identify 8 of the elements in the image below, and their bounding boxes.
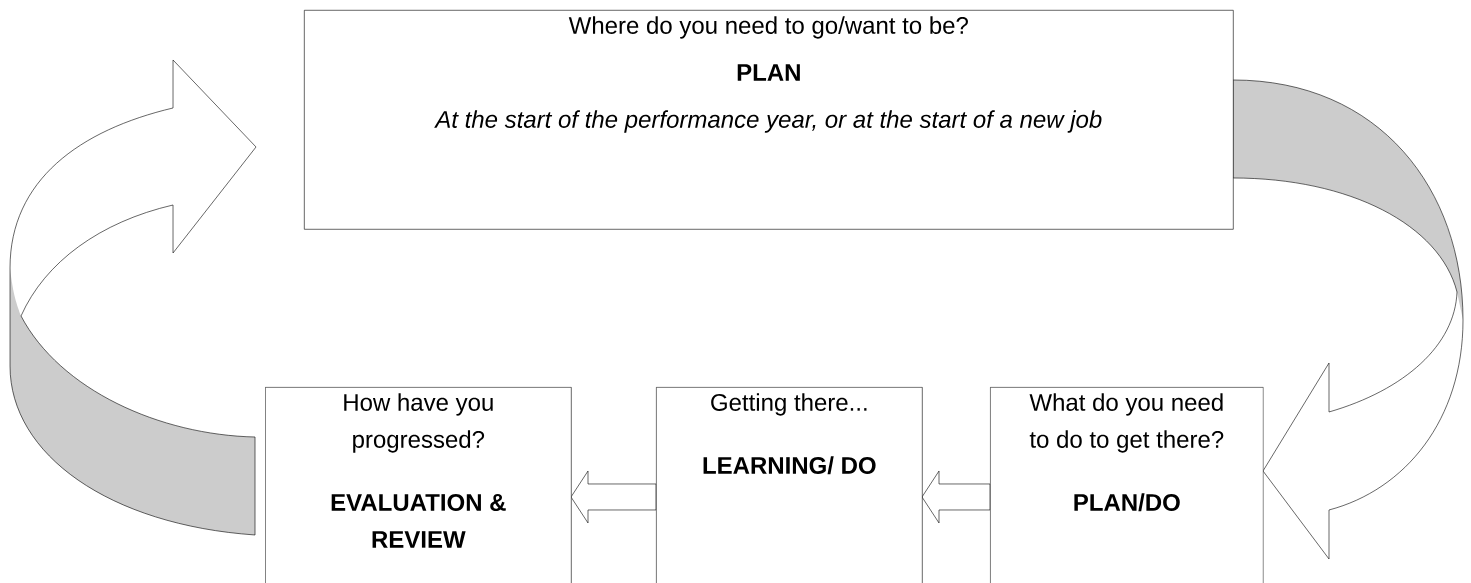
step-box: How have you progressed? EVALUATION & REVIEW bbox=[265, 387, 572, 583]
step-box: What do you need to do to get there? PLAN/DO bbox=[990, 387, 1264, 583]
block-arrow bbox=[921, 470, 991, 524]
step-box: Getting there... LEARNING/ DO bbox=[656, 387, 923, 583]
plan-box: Where do you need to go/want to be? PLAN At the start of the performance year, or at the start of a new job bbox=[304, 10, 1234, 230]
block-arrow bbox=[570, 470, 657, 524]
curved-arrow bbox=[1232, 79, 1464, 560]
curved-arrow bbox=[9, 59, 257, 536]
